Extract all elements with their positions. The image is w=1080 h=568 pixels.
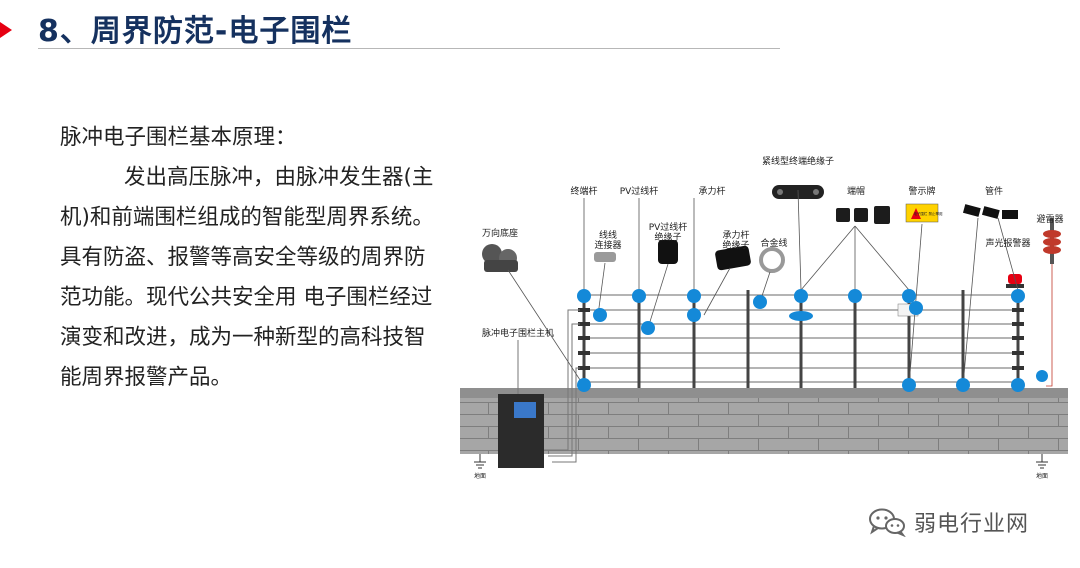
label-pv-insulator-1: PV过线杆 xyxy=(649,221,688,233)
lightning-arrester-image xyxy=(1043,218,1061,264)
tube-image xyxy=(962,204,1018,219)
pv-insulator-image xyxy=(658,240,678,264)
arrester-ground-wire xyxy=(1046,264,1053,387)
watermark: 弱电行业网 xyxy=(868,506,1029,538)
leader-lines xyxy=(507,189,1019,387)
electronic-fence-diagram: 紧线型终端绝缘子 终端杆 PV过线杆 承力杆 端帽 警示牌 管件 万向底座 线线… xyxy=(460,155,1068,480)
label-pv-insulator-2: 绝缘子 xyxy=(654,231,681,243)
intro-text: 脉冲电子围栏基本原理： 发出高压脉冲，由脉冲发生器(主机)和前端围栏组成的智能型… xyxy=(60,118,440,398)
label-end-cap: 端帽 xyxy=(847,185,865,197)
watermark-text: 弱电行业网 xyxy=(914,512,1030,537)
label-ground-left: 地面 xyxy=(474,472,486,480)
fence-poles xyxy=(582,290,1020,388)
wall-cap xyxy=(460,388,1068,398)
label-ground-right: 地面 xyxy=(1036,472,1048,480)
brick-wall xyxy=(460,398,1068,454)
label-wire-connector-2: 连接器 xyxy=(594,239,621,251)
alloy-wire-image xyxy=(759,247,785,273)
label-universal-base: 万向底座 xyxy=(482,227,518,239)
label-warning-sign: 警示牌 xyxy=(908,185,935,197)
label-load-insulator-1: 承力杆 xyxy=(722,229,749,241)
label-wire-connector-1: 线线 xyxy=(599,229,617,241)
ground-symbol-left xyxy=(474,454,486,469)
label-alarm: 声光报警器 xyxy=(985,237,1030,249)
end-cap-image xyxy=(836,206,890,224)
title-divider xyxy=(38,48,780,49)
label-host: 脉冲电子围栏主机 xyxy=(482,327,554,339)
slide-title: 8、周界防范-电子围栏 xyxy=(38,14,353,49)
label-tube: 管件 xyxy=(985,185,1003,197)
warning-sign-image xyxy=(905,203,939,223)
wire-connector-image xyxy=(594,252,616,262)
insulator-ticks xyxy=(578,308,1024,370)
label-load-insulator-2: 绝缘子 xyxy=(722,239,749,251)
intro-heading: 脉冲电子围栏基本原理： xyxy=(60,125,297,150)
wechat-icon xyxy=(869,508,906,537)
blue-node-markers xyxy=(577,289,1048,392)
title-marker-arrow xyxy=(0,22,12,38)
intro-body: 发出高压脉冲，由脉冲发生器(主机)和前端围栏组成的智能型周界系统。具有防盗、报警… xyxy=(60,165,434,390)
label-load-pole: 承力杆 xyxy=(698,185,725,197)
label-tight-insulator: 紧线型终端绝缘子 xyxy=(762,155,834,167)
warning-sign-text: 电子围栏 禁止攀爬 xyxy=(913,211,943,216)
universal-base-image xyxy=(482,244,518,272)
host-screen xyxy=(514,402,536,418)
host-cables xyxy=(544,309,580,463)
label-alloy-wire: 合金线 xyxy=(760,237,787,249)
load-insulator-image xyxy=(715,245,751,271)
alarm-image xyxy=(1006,274,1024,288)
ground-symbol-right xyxy=(1036,454,1048,469)
label-terminal-pole: 终端杆 xyxy=(570,185,597,197)
label-lightning-arrester: 避雷器 xyxy=(1036,213,1063,225)
label-pv-pole: PV过线杆 xyxy=(620,185,659,197)
